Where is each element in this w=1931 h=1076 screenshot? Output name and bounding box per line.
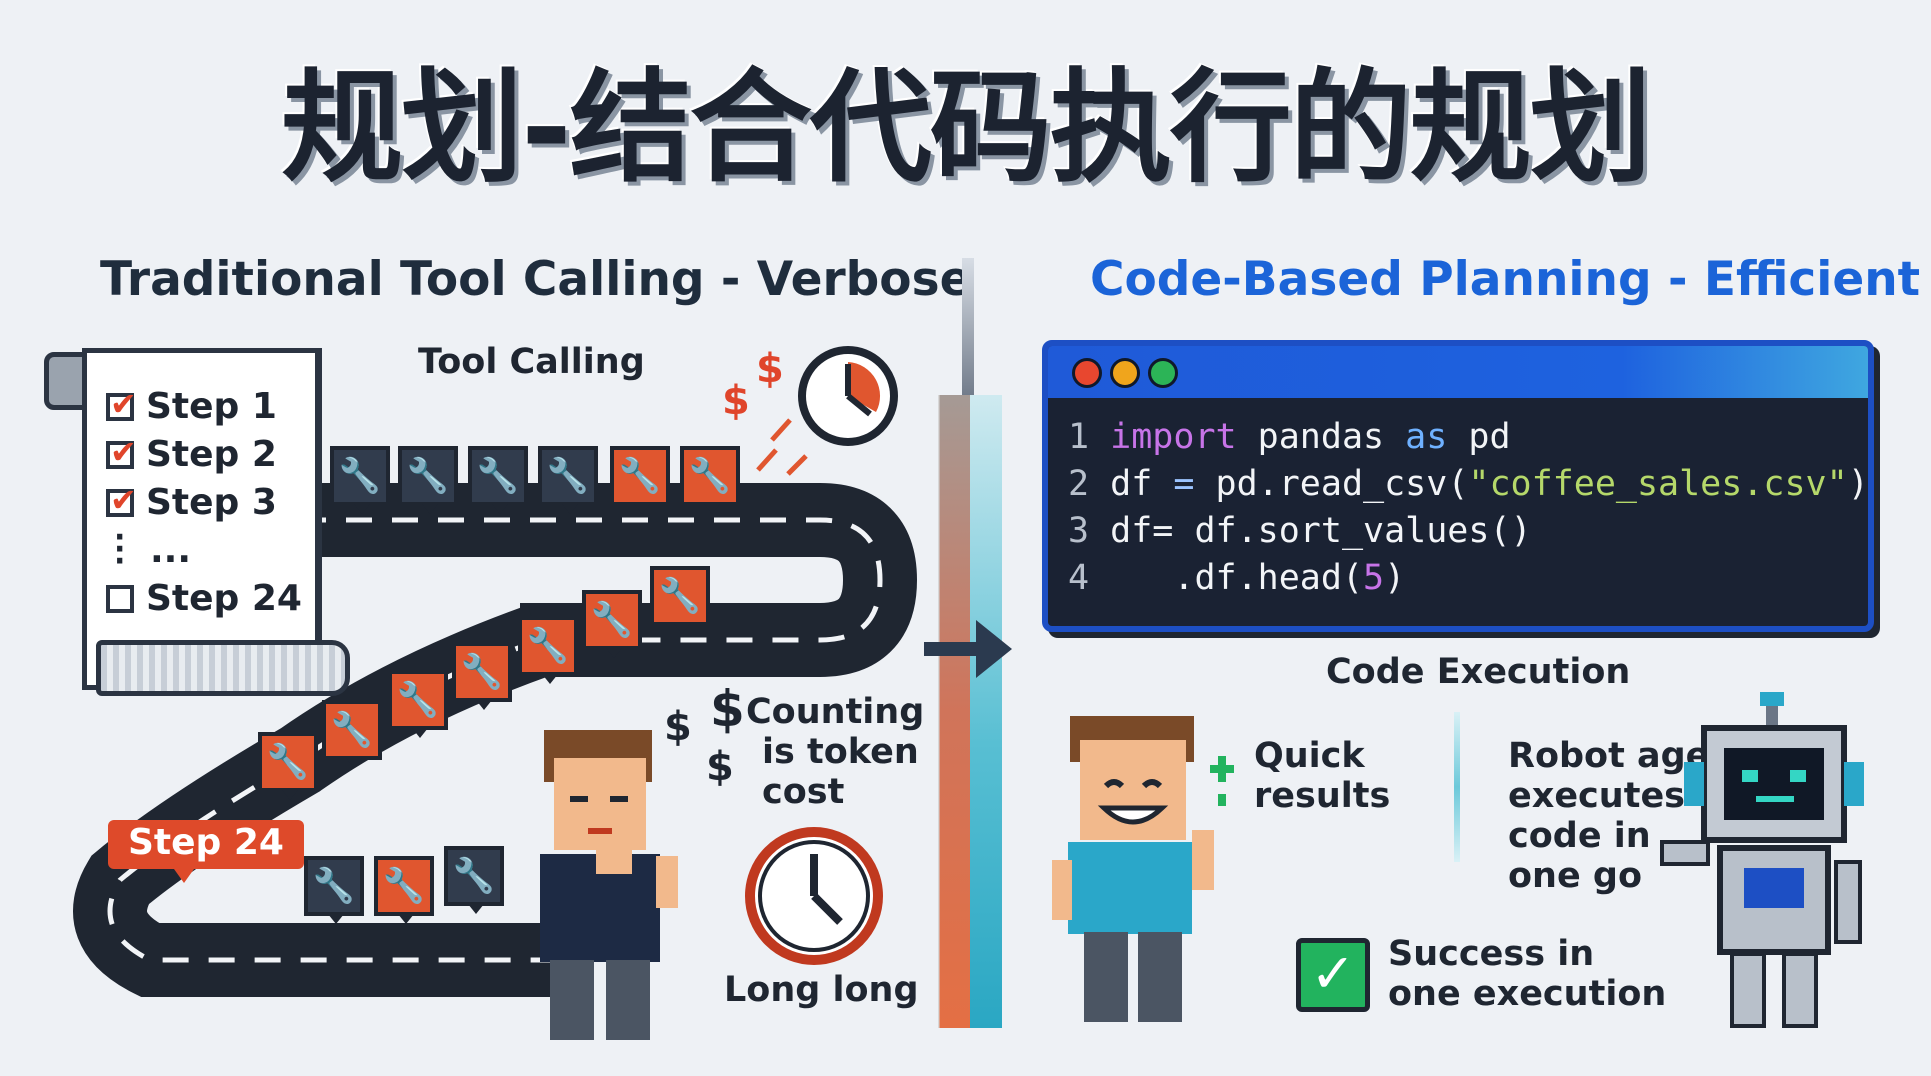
token-note-line3: cost	[762, 772, 845, 812]
vertical-ellipsis-icon: ···	[114, 520, 126, 579]
wrench-icon: 🔧	[538, 446, 598, 514]
right-separator	[1454, 712, 1460, 862]
window-minimize-dot	[1110, 358, 1140, 388]
sparkle-icon	[1210, 756, 1234, 806]
wrench-icon: 🔧	[650, 566, 710, 634]
wrench-icon: 🔧	[322, 700, 382, 768]
wrench-icon: 🔧	[680, 446, 740, 514]
wrench-icon: 🔧	[582, 590, 642, 658]
dollar-icon: $	[756, 346, 784, 392]
window-close-dot	[1072, 358, 1102, 388]
robot-note-line3: code in	[1508, 816, 1651, 856]
clock-icon	[745, 827, 883, 965]
line-number: 4	[1068, 558, 1090, 598]
wrench-icon: 🔧	[330, 446, 390, 514]
wrench-icon: 🔧	[398, 446, 458, 514]
checkbox-empty-icon	[106, 584, 134, 613]
checkbox-checked-icon	[106, 385, 137, 423]
right-panel-heading: Code-Based Planning - Efficient	[1090, 252, 1921, 307]
robot-icon	[1660, 692, 1864, 1028]
wrench-icon: 🔧	[468, 446, 528, 514]
code-editor-window: 1 import pandas as pd 2 df = pd.read_csv…	[1042, 340, 1874, 632]
tool-calling-label: Tool Calling	[418, 342, 645, 382]
code-execution-label: Code Execution	[1326, 652, 1631, 692]
wrench-icon: 🔧	[452, 642, 512, 710]
wrench-icon: 🔧	[258, 732, 318, 800]
line-number: 2	[1068, 464, 1090, 504]
left-panel-heading: Traditional Tool Calling - Verbose	[100, 252, 972, 307]
success-line2: one execution	[1388, 974, 1667, 1014]
line-number: 1	[1068, 417, 1090, 457]
token-note-line1: Counting	[746, 692, 925, 732]
line-number: 3	[1068, 511, 1090, 551]
main-title: 规划-结合代码执行的规划	[281, 57, 1652, 199]
arrow-right-icon	[924, 620, 1012, 678]
checkbox-checked-icon	[106, 433, 137, 471]
wrench-icon: 🔧	[388, 670, 448, 738]
code-body: 1 import pandas as pd 2 df = pd.read_csv…	[1068, 414, 1869, 602]
checklist-item: ...	[150, 530, 192, 571]
wrench-icon: 🔧	[444, 846, 504, 914]
code-titlebar	[1048, 346, 1868, 398]
wrench-icon: 🔧	[304, 856, 364, 924]
checklist-item: Step 2	[106, 433, 277, 475]
quick-results-line1: Quick	[1254, 736, 1365, 776]
wrench-icon: 🔧	[518, 616, 578, 684]
robot-note-line2: executes	[1508, 776, 1686, 816]
quick-results-line2: results	[1254, 776, 1391, 816]
divider-teal-bar	[970, 395, 1002, 1028]
scroll-curl-bottom	[96, 640, 350, 696]
window-maximize-dot	[1148, 358, 1178, 388]
wrench-icon: 🔧	[610, 446, 670, 514]
frustrated-person-icon	[540, 730, 678, 1040]
clock-icon	[798, 346, 898, 446]
code-line: 4 .df.head(5)	[1068, 558, 1406, 598]
checklist-item: Step 3	[106, 481, 277, 523]
code-line: 2 df = pd.read_csv("coffee_sales.csv")	[1068, 464, 1869, 504]
dollar-icon: $	[722, 378, 750, 424]
code-line: 3 df= df.sort_values()	[1068, 511, 1532, 551]
checklist-item: Step 24	[106, 578, 302, 619]
robot-note-line4: one go	[1508, 856, 1642, 896]
success-check-icon: ✓	[1296, 938, 1370, 1012]
wrench-icon: 🔧	[374, 856, 434, 924]
checkbox-checked-icon	[106, 481, 137, 519]
success-line1: Success in	[1388, 934, 1595, 974]
motion-lines-icon	[756, 418, 808, 476]
dollar-icon: $	[706, 744, 734, 790]
checklist-item: Step 1	[106, 385, 277, 427]
dollar-icon: $	[710, 680, 745, 738]
code-line: 1 import pandas as pd	[1068, 417, 1511, 457]
long-long-label: Long long	[724, 970, 919, 1010]
happy-person-icon	[1052, 716, 1214, 1022]
step-24-badge: Step 24	[108, 820, 304, 883]
token-note-line2: is token	[762, 732, 919, 772]
dollar-icon: $	[664, 704, 692, 750]
